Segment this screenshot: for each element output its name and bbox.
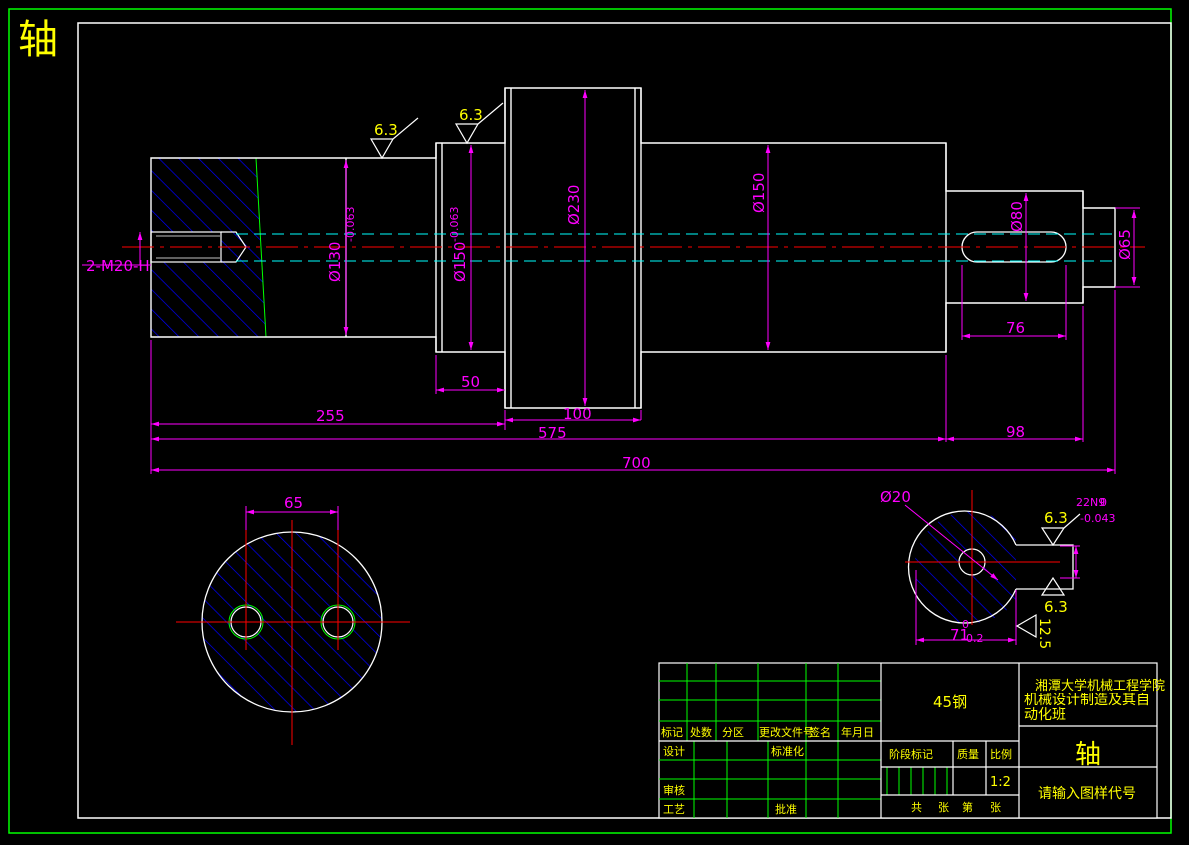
rev-col-2: 处数 bbox=[690, 726, 712, 739]
key-section-view: Ø20 22N9 0 -0.043 71 0 -0.2 6.3 6.3 12.5 bbox=[880, 488, 1115, 649]
ra-label-3: 6.3 bbox=[1044, 509, 1068, 527]
dim-50: 50 bbox=[461, 373, 480, 391]
dim-d80: Ø80 bbox=[1008, 201, 1026, 232]
process-label: 工艺 bbox=[663, 803, 685, 816]
sheets-unit2-label: 张 bbox=[990, 801, 1001, 814]
corner-title: 轴 bbox=[18, 17, 58, 63]
dim-22n9: 22N9 bbox=[1076, 496, 1105, 509]
dimension-lines bbox=[82, 90, 1140, 474]
title-block: 45钢 湘潭大学机械工程学院 机械设计制造及其自动化班 轴 请输入图样代号 1:… bbox=[658, 662, 1165, 819]
sheets-total-label: 共 bbox=[911, 801, 922, 814]
dim-d130-tol: -0.063 bbox=[344, 207, 357, 242]
rev-col-5: 签名 bbox=[809, 725, 831, 739]
weight-label: 质量 bbox=[957, 748, 979, 761]
dim-d230: Ø230 bbox=[565, 185, 583, 225]
major-name: 机械设计制造及其自动化班 bbox=[1024, 693, 1150, 723]
standardization-label: 标准化 bbox=[771, 744, 804, 758]
dim-22n9-tol-low: -0.043 bbox=[1080, 512, 1115, 525]
dim-d150b: Ø150 bbox=[750, 173, 768, 213]
ra-label-5: 12.5 bbox=[1036, 618, 1052, 649]
rev-col-6: 年月日 bbox=[841, 725, 874, 739]
dim-d130: Ø130 bbox=[326, 242, 344, 282]
dim-98: 98 bbox=[1006, 423, 1025, 441]
dim-d150a: Ø150 bbox=[451, 242, 469, 282]
dim-d20: Ø20 bbox=[880, 488, 911, 506]
thread-label: 2-M20-H bbox=[86, 257, 150, 275]
dim-100: 100 bbox=[563, 405, 592, 423]
sheets-no-label: 第 bbox=[962, 800, 973, 814]
sheets-unit1-label: 张 bbox=[938, 801, 949, 814]
approve-label: 批准 bbox=[775, 802, 797, 816]
dim-65-spacing: 65 bbox=[284, 494, 303, 512]
dim-71-tol-low: -0.2 bbox=[962, 632, 983, 645]
drawing-number: 请输入图样代号 bbox=[1038, 786, 1136, 802]
surface-finish-symbols: 6.3 6.3 bbox=[369, 102, 504, 160]
stage-mark-label: 阶段标记 bbox=[889, 747, 933, 761]
material-label: 45钢 bbox=[933, 693, 967, 711]
ra-label-1: 6.3 bbox=[374, 121, 398, 139]
school-name: 湘潭大学机械工程学院 bbox=[1035, 678, 1165, 694]
part-name: 轴 bbox=[1075, 740, 1101, 770]
rev-col-3: 分区 bbox=[722, 726, 744, 739]
dim-700: 700 bbox=[622, 454, 651, 472]
dim-575: 575 bbox=[538, 424, 567, 442]
dim-71-tol-up: 0 bbox=[962, 618, 969, 631]
left-section-view: 65 bbox=[176, 494, 410, 745]
dim-255: 255 bbox=[316, 407, 345, 425]
design-label: 设计 bbox=[663, 745, 685, 758]
inner-border bbox=[77, 22, 1172, 819]
scale-value: 1:2 bbox=[990, 775, 1011, 790]
dim-76: 76 bbox=[1006, 319, 1025, 337]
rev-col-4: 更改文件号 bbox=[759, 725, 814, 739]
rev-col-1: 标记 bbox=[661, 725, 683, 739]
dimension-texts: 2-M20-H Ø130 -0.063 Ø150 -0.063 Ø230 Ø15… bbox=[86, 173, 1134, 472]
ratio-label: 比例 bbox=[990, 747, 1012, 761]
dim-71: 71 bbox=[950, 626, 969, 644]
dim-22n9-tol-up: 0 bbox=[1100, 496, 1107, 509]
ra-label-4: 6.3 bbox=[1044, 598, 1068, 616]
check-label: 审核 bbox=[663, 783, 685, 797]
dim-d65: Ø65 bbox=[1116, 229, 1134, 260]
shaft-main-view bbox=[122, 87, 1145, 409]
dim-d150a-tol: -0.063 bbox=[448, 207, 461, 242]
ra-label-2: 6.3 bbox=[459, 106, 483, 124]
